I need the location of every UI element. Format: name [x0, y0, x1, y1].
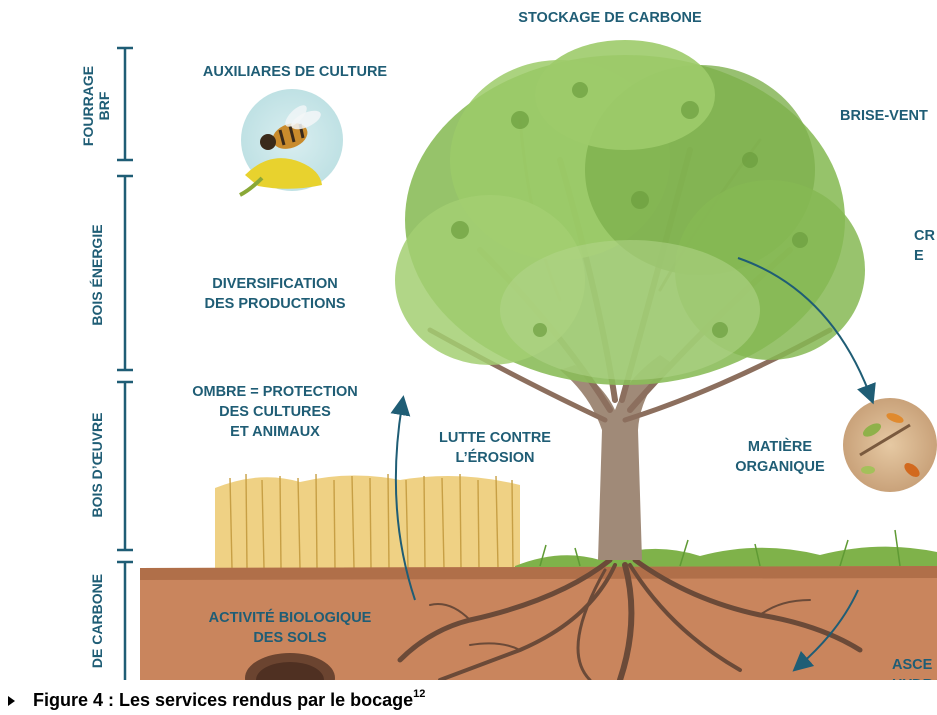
bullet-triangle-icon: [8, 696, 15, 706]
caption-text: Figure 4 : Les services rendus par le bo…: [33, 690, 413, 710]
label-diversification: DIVERSIFICATION DES PRODUCTIONS: [160, 274, 390, 314]
label-cr-fragment: CR E: [914, 226, 937, 266]
label-asc-fragment: ASCE HYDRA: [892, 655, 937, 680]
wheat-field: [215, 474, 520, 568]
caption-footnote-ref: 12: [413, 688, 425, 700]
side-scale: [117, 48, 133, 680]
illustration-canvas: [0, 0, 937, 680]
scale-label-bois-energie: BOIS ÉNERGIE: [89, 215, 107, 335]
label-erosion: LUTTE CONTRE L’ÉROSION: [400, 428, 590, 468]
figure-caption: Figure 4 : Les services rendus par le bo…: [6, 680, 931, 709]
label-stockage-carbone: STOCKAGE DE CARBONE: [480, 8, 740, 28]
label-matiere-organique: MATIÈRE ORGANIQUE: [720, 437, 840, 477]
label-ombre: OMBRE = PROTECTION DES CULTURES ET ANIMA…: [160, 382, 390, 442]
scale-label-carbone: DE CARBONE: [89, 571, 107, 671]
bee-medallion: [240, 89, 343, 195]
leaf-medallion: [843, 398, 937, 492]
bocage-illustration: STOCKAGE DE CARBONE AUXILIARES DE CULTUR…: [0, 0, 937, 680]
scale-label-fourrage: FOURRAGE BRF: [80, 56, 116, 156]
grass-strip: [515, 530, 937, 572]
label-brise-vent: BRISE-VENT: [840, 106, 937, 126]
scale-label-bois-oeuvre: BOIS D’ŒUVRE: [89, 405, 107, 525]
tree-canopy: [395, 40, 865, 385]
label-auxiliaires: AUXILIARES DE CULTURE: [160, 62, 430, 82]
label-activite-biologique: ACTIVITÉ BIOLOGIQUE DES SOLS: [170, 608, 410, 648]
